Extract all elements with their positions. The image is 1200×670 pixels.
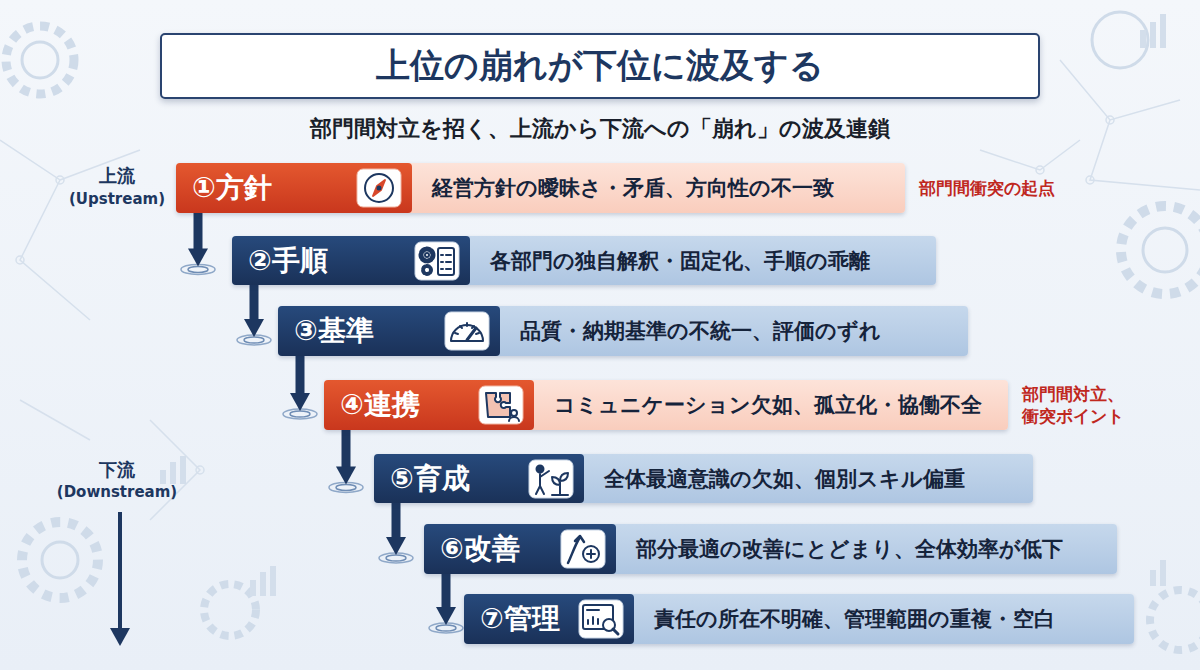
description-bar: 経営方針の曖昧さ・矛盾、方向性の不一致 ①方針: [176, 163, 905, 213]
ripple-mark: [329, 482, 363, 492]
ripple-ring: [329, 482, 363, 492]
caption-box: 部門間対立を招く、上流から下流への「崩れ」の波及連鎖: [0, 114, 1200, 144]
step-label: ①方針: [192, 169, 272, 207]
step-label: ②手順: [248, 242, 328, 280]
step-tab: ③基準: [278, 306, 500, 356]
ripple-mark: [237, 335, 271, 345]
description-bar: 各部門の独自解釈・固定化、手順の乖離 ②手順: [232, 236, 936, 285]
description-text: 品質・納期基準の不統一、評価のずれ: [520, 317, 881, 345]
label-text: 部門間衝突の起点: [919, 177, 1055, 199]
axis-label: 下流: [99, 458, 135, 481]
ripple-ring: [244, 337, 264, 343]
ripple-ring: [336, 484, 356, 490]
description-bar: 全体最適意識の欠如、個別スキル偏重 ⑤育成: [374, 454, 1033, 503]
step-tab: ①方針: [176, 163, 412, 213]
caption-text: 部門間対立を招く、上流から下流への「崩れ」の波及連鎖: [310, 116, 890, 141]
step-label: ③基準: [294, 312, 374, 350]
step-icon: [578, 599, 624, 639]
label-text: 部門間対立、 衝突ポイント: [1022, 383, 1129, 427]
step-icon: [414, 241, 460, 281]
gear-decor: [6, 12, 1200, 650]
step-tab: ⑤育成: [374, 454, 584, 503]
step-icon: [528, 459, 574, 499]
step-icon: [356, 168, 402, 208]
step-icon: [478, 385, 524, 425]
description-bar: 品質・納期基準の不統一、評価のずれ ③基準: [278, 306, 968, 356]
ripple-ring: [290, 411, 310, 417]
title-text: 上位の崩れが下位に波及する: [376, 43, 824, 89]
step-icon: [444, 311, 490, 351]
label-text: 上流: [99, 164, 135, 187]
flow-arrow: [392, 503, 401, 539]
callout-note: 部門間対立、 衝突ポイント: [1022, 383, 1129, 427]
ripple-ring: [188, 266, 208, 272]
step-label: ⑦管理: [480, 600, 560, 638]
label-text: (Downstream): [57, 483, 177, 503]
label-text: 下流: [99, 458, 135, 481]
description-text: 経営方針の曖昧さ・矛盾、方向性の不一致: [432, 174, 834, 202]
ripple-mark: [429, 623, 463, 633]
bar-chart-decor: [160, 14, 1166, 596]
axis-label: (Downstream): [57, 483, 177, 503]
description-text: コミュニケーション欠如、孤立化・協働不全: [554, 391, 982, 419]
flow-arrow: [194, 213, 203, 250]
label-text: (Upstream): [69, 190, 165, 210]
description-bar: 責任の所在不明確、管理範囲の重複・空白 ⑦管理: [464, 594, 1134, 644]
network-decor: [0, 60, 1200, 520]
ripple-mark: [283, 409, 317, 419]
axis-arrow: [118, 512, 122, 630]
ripple-ring: [386, 555, 406, 561]
description-bar: コミュニケーション欠如、孤立化・協働不全 ④連携: [324, 380, 1008, 430]
step-tab: ④連携: [324, 380, 534, 430]
description-text: 部分最適の改善にとどまり、全体効率が低下: [636, 535, 1063, 563]
ripple-ring: [237, 335, 271, 345]
axis-line: [118, 220, 122, 452]
step-label: ⑤育成: [390, 460, 470, 498]
axis-label: (Upstream): [69, 190, 165, 210]
step-label: ⑥改善: [440, 530, 520, 568]
flow-arrow: [442, 574, 451, 609]
ripple-mark: [379, 553, 413, 563]
ripple-ring: [436, 625, 456, 631]
ripple-ring: [283, 409, 317, 419]
description-text: 各部門の独自解釈・固定化、手順の乖離: [490, 247, 870, 275]
title-box: 上位の崩れが下位に波及する: [160, 33, 1040, 99]
callout-note: 部門間衝突の起点: [919, 177, 1055, 199]
flow-arrow: [342, 430, 351, 468]
step-tab: ⑥改善: [424, 524, 616, 574]
flow-arrow: [296, 356, 305, 395]
ripple-ring: [181, 264, 215, 274]
step-tab: ⑦管理: [464, 594, 634, 644]
description-text: 全体最適意識の欠如、個別スキル偏重: [604, 465, 965, 493]
description-text: 責任の所在不明確、管理範囲の重複・空白: [654, 605, 1055, 633]
description-bar: 部分最適の改善にとどまり、全体効率が低下 ⑥改善: [424, 524, 1117, 574]
step-icon: [560, 529, 606, 569]
step-label: ④連携: [340, 386, 420, 424]
axis-label: 上流: [99, 164, 135, 187]
ripple-ring: [379, 553, 413, 563]
ripple-ring: [429, 623, 463, 633]
flow-arrow: [250, 285, 259, 321]
ripple-mark: [181, 264, 215, 274]
step-tab: ②手順: [232, 236, 470, 285]
